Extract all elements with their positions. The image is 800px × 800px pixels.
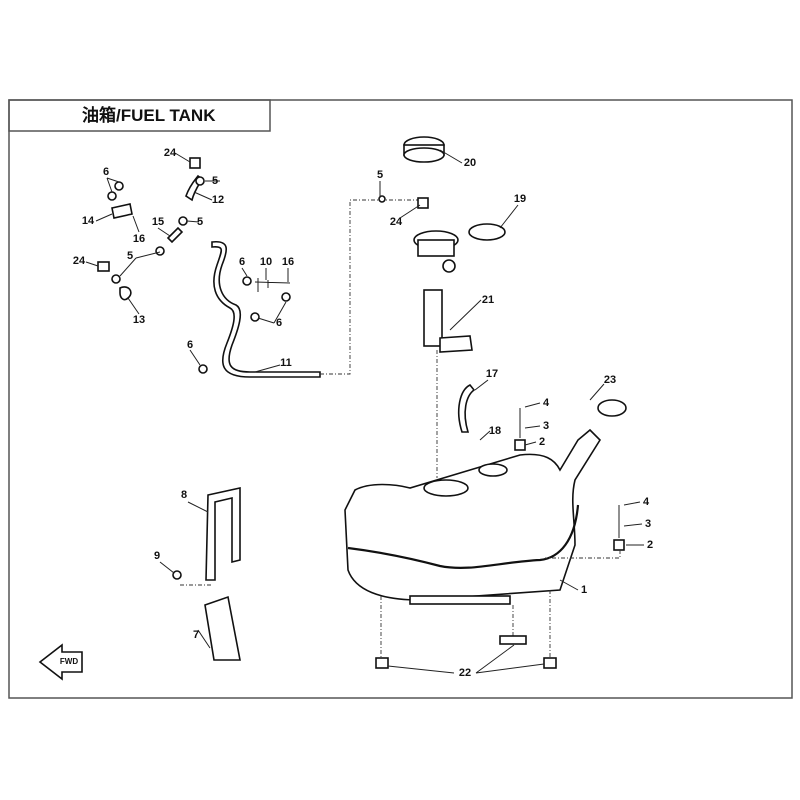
diagram-frame — [8, 99, 793, 699]
callout-7: 7 — [193, 629, 199, 641]
callout-12: 12 — [212, 194, 224, 206]
callout-3: 3 — [645, 518, 651, 530]
callout-24: 24 — [390, 216, 403, 228]
callout-2: 2 — [647, 539, 653, 551]
callout-13: 13 — [133, 314, 145, 326]
tank-straps — [172, 487, 241, 661]
callout-11: 11 — [280, 357, 292, 369]
callout-5: 5 — [377, 169, 383, 181]
callout-8: 8 — [181, 489, 187, 501]
callout-16: 16 — [133, 233, 145, 245]
leader-lines — [85, 149, 644, 674]
callout-10: 10 — [260, 256, 272, 268]
callout-6: 6 — [239, 256, 245, 268]
callout-22: 22 — [459, 667, 471, 679]
callout-labels: 24 5 12 6 14 16 15 5 24 5 13 6 10 16 6 6… — [73, 147, 653, 679]
callout-24: 24 — [73, 255, 86, 267]
callout-19: 19 — [514, 193, 526, 205]
callout-6: 6 — [276, 317, 282, 329]
callout-9: 9 — [154, 550, 160, 562]
callout-1: 1 — [581, 584, 587, 596]
callout-20: 20 — [464, 157, 476, 169]
title-box — [8, 99, 271, 132]
vent-hose-assembly — [97, 157, 420, 378]
fuel-tank-body — [344, 383, 627, 669]
callout-21: 21 — [482, 294, 494, 306]
callout-18: 18 — [489, 425, 501, 437]
callout-5: 5 — [212, 175, 218, 187]
callout-16: 16 — [282, 256, 294, 268]
callout-4: 4 — [643, 496, 650, 508]
fuel-pump-assembly — [378, 136, 506, 478]
callout-24: 24 — [164, 147, 177, 159]
callout-15: 15 — [152, 216, 164, 228]
callout-2: 2 — [539, 436, 545, 448]
callout-14: 14 — [82, 215, 95, 227]
callout-23: 23 — [604, 374, 616, 386]
diagram-title: 油箱/FUEL TANK — [82, 105, 216, 125]
callout-3: 3 — [543, 420, 549, 432]
callout-6: 6 — [103, 166, 109, 178]
callout-17: 17 — [486, 368, 498, 380]
callout-5: 5 — [127, 250, 133, 262]
callout-5: 5 — [197, 216, 203, 228]
callout-4: 4 — [543, 397, 550, 409]
fwd-label: FWD — [60, 657, 78, 666]
fwd-arrow-icon: FWD — [38, 643, 83, 681]
callout-6: 6 — [187, 339, 193, 351]
